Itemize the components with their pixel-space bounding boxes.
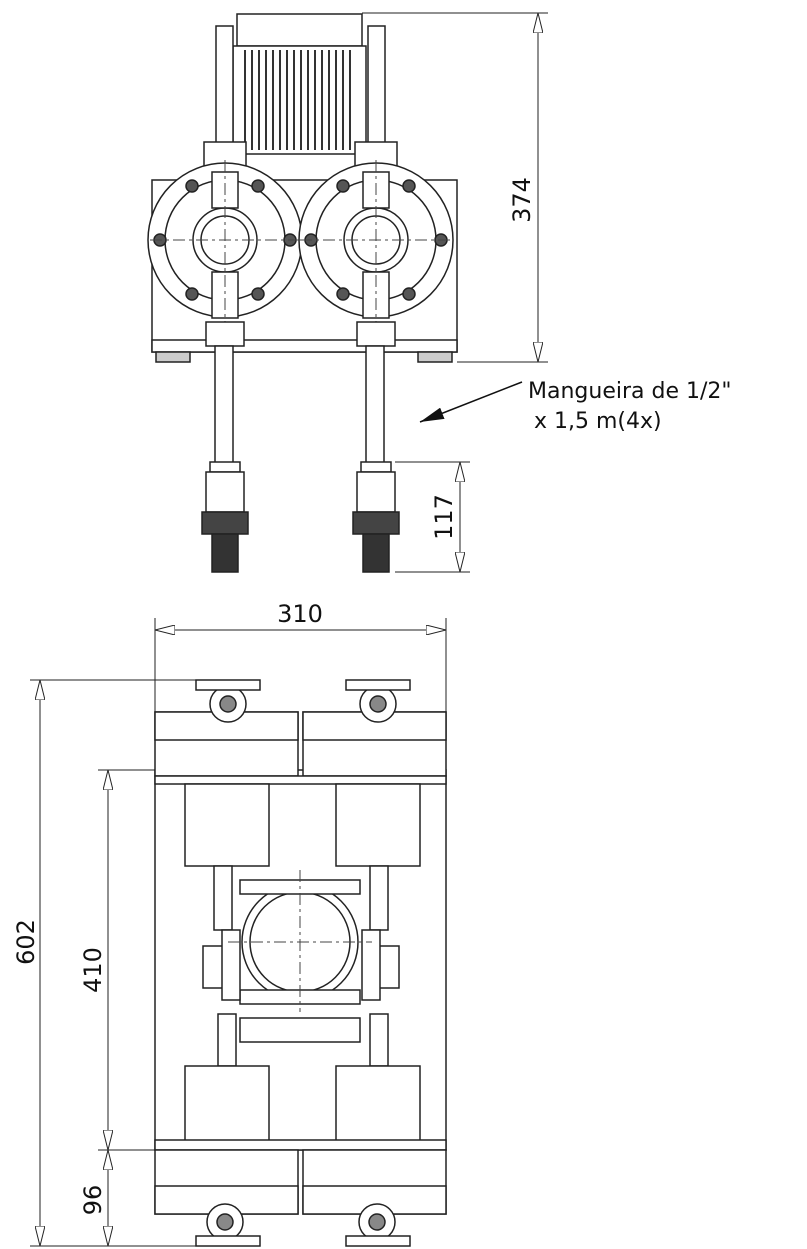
dim-117-label: 117 — [430, 494, 458, 540]
dimension-602 — [30, 679, 196, 1247]
motor — [232, 13, 367, 155]
dim-310-label: 310 — [277, 600, 323, 628]
dim-374-label: 374 — [508, 177, 536, 223]
plan-centerlines — [228, 870, 372, 1012]
front-view — [147, 13, 458, 573]
dimension-117 — [395, 461, 470, 573]
hose-note-line2: x 1,5 m(4x) — [534, 409, 662, 434]
dim-602-label: 602 — [12, 919, 40, 965]
hose-note-line1: Mangueira de 1/2" — [528, 379, 732, 404]
hose-leader — [419, 381, 523, 423]
dim-96-label: 96 — [79, 1185, 107, 1216]
plan-view — [154, 679, 447, 1247]
dim-410-label: 410 — [79, 947, 107, 993]
dimension-310 — [154, 618, 447, 712]
dimension-374 — [362, 12, 548, 363]
